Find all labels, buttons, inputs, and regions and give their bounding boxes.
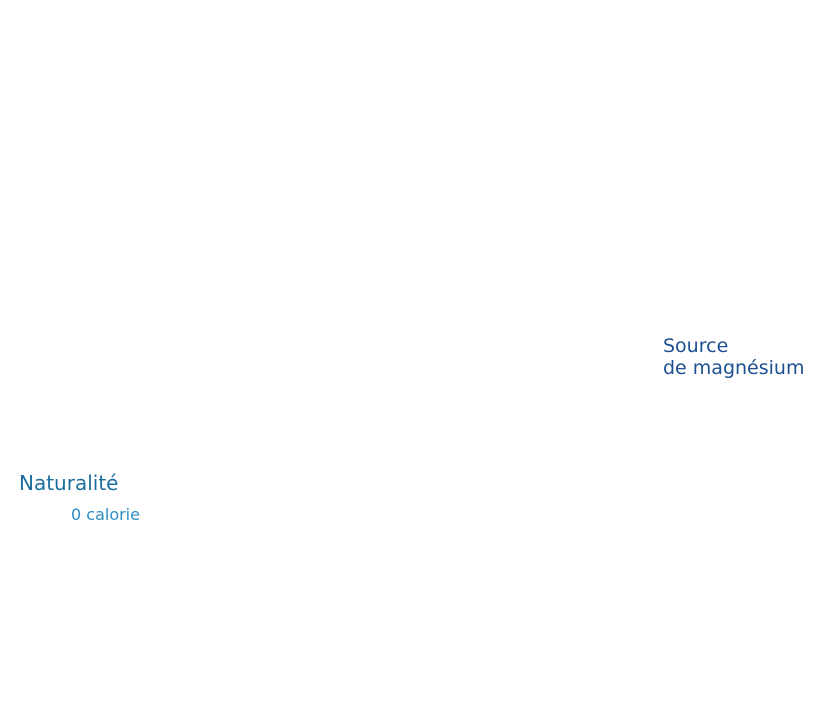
naturalite-label: Naturalité [19, 471, 119, 495]
zero-calorie-label: 0 calorie [71, 505, 140, 524]
source-magnesium-label: Source de magnésium [663, 335, 805, 380]
source-label-line1: Source [663, 335, 729, 357]
source-label-line2: de magnésium [663, 356, 805, 379]
